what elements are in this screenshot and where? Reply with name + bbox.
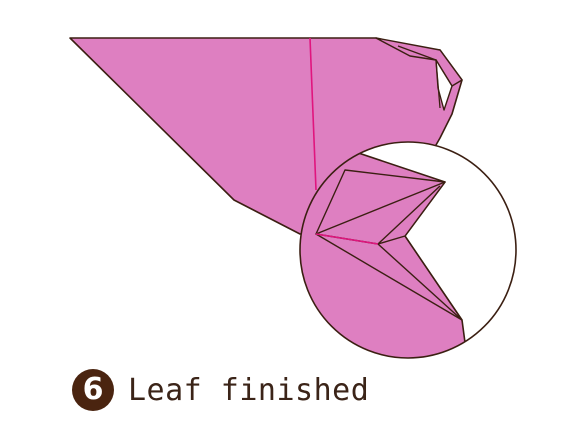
detail-fold-4 — [377, 185, 441, 245]
leaf-tip-edge — [397, 45, 441, 109]
crease-line-detail — [315, 233, 379, 245]
detail-fold-3 — [377, 243, 463, 321]
step-label: Leaf finished — [128, 372, 370, 408]
detail-fold-2 — [315, 233, 463, 321]
step-caption: 6 Leaf finished — [72, 368, 369, 412]
step-number-badge: 6 — [72, 369, 114, 411]
detail-fold-5 — [404, 235, 463, 321]
detail-circle-outline — [299, 141, 517, 359]
detail-fold-1 — [315, 181, 446, 235]
crease-line-vertical — [309, 37, 317, 191]
